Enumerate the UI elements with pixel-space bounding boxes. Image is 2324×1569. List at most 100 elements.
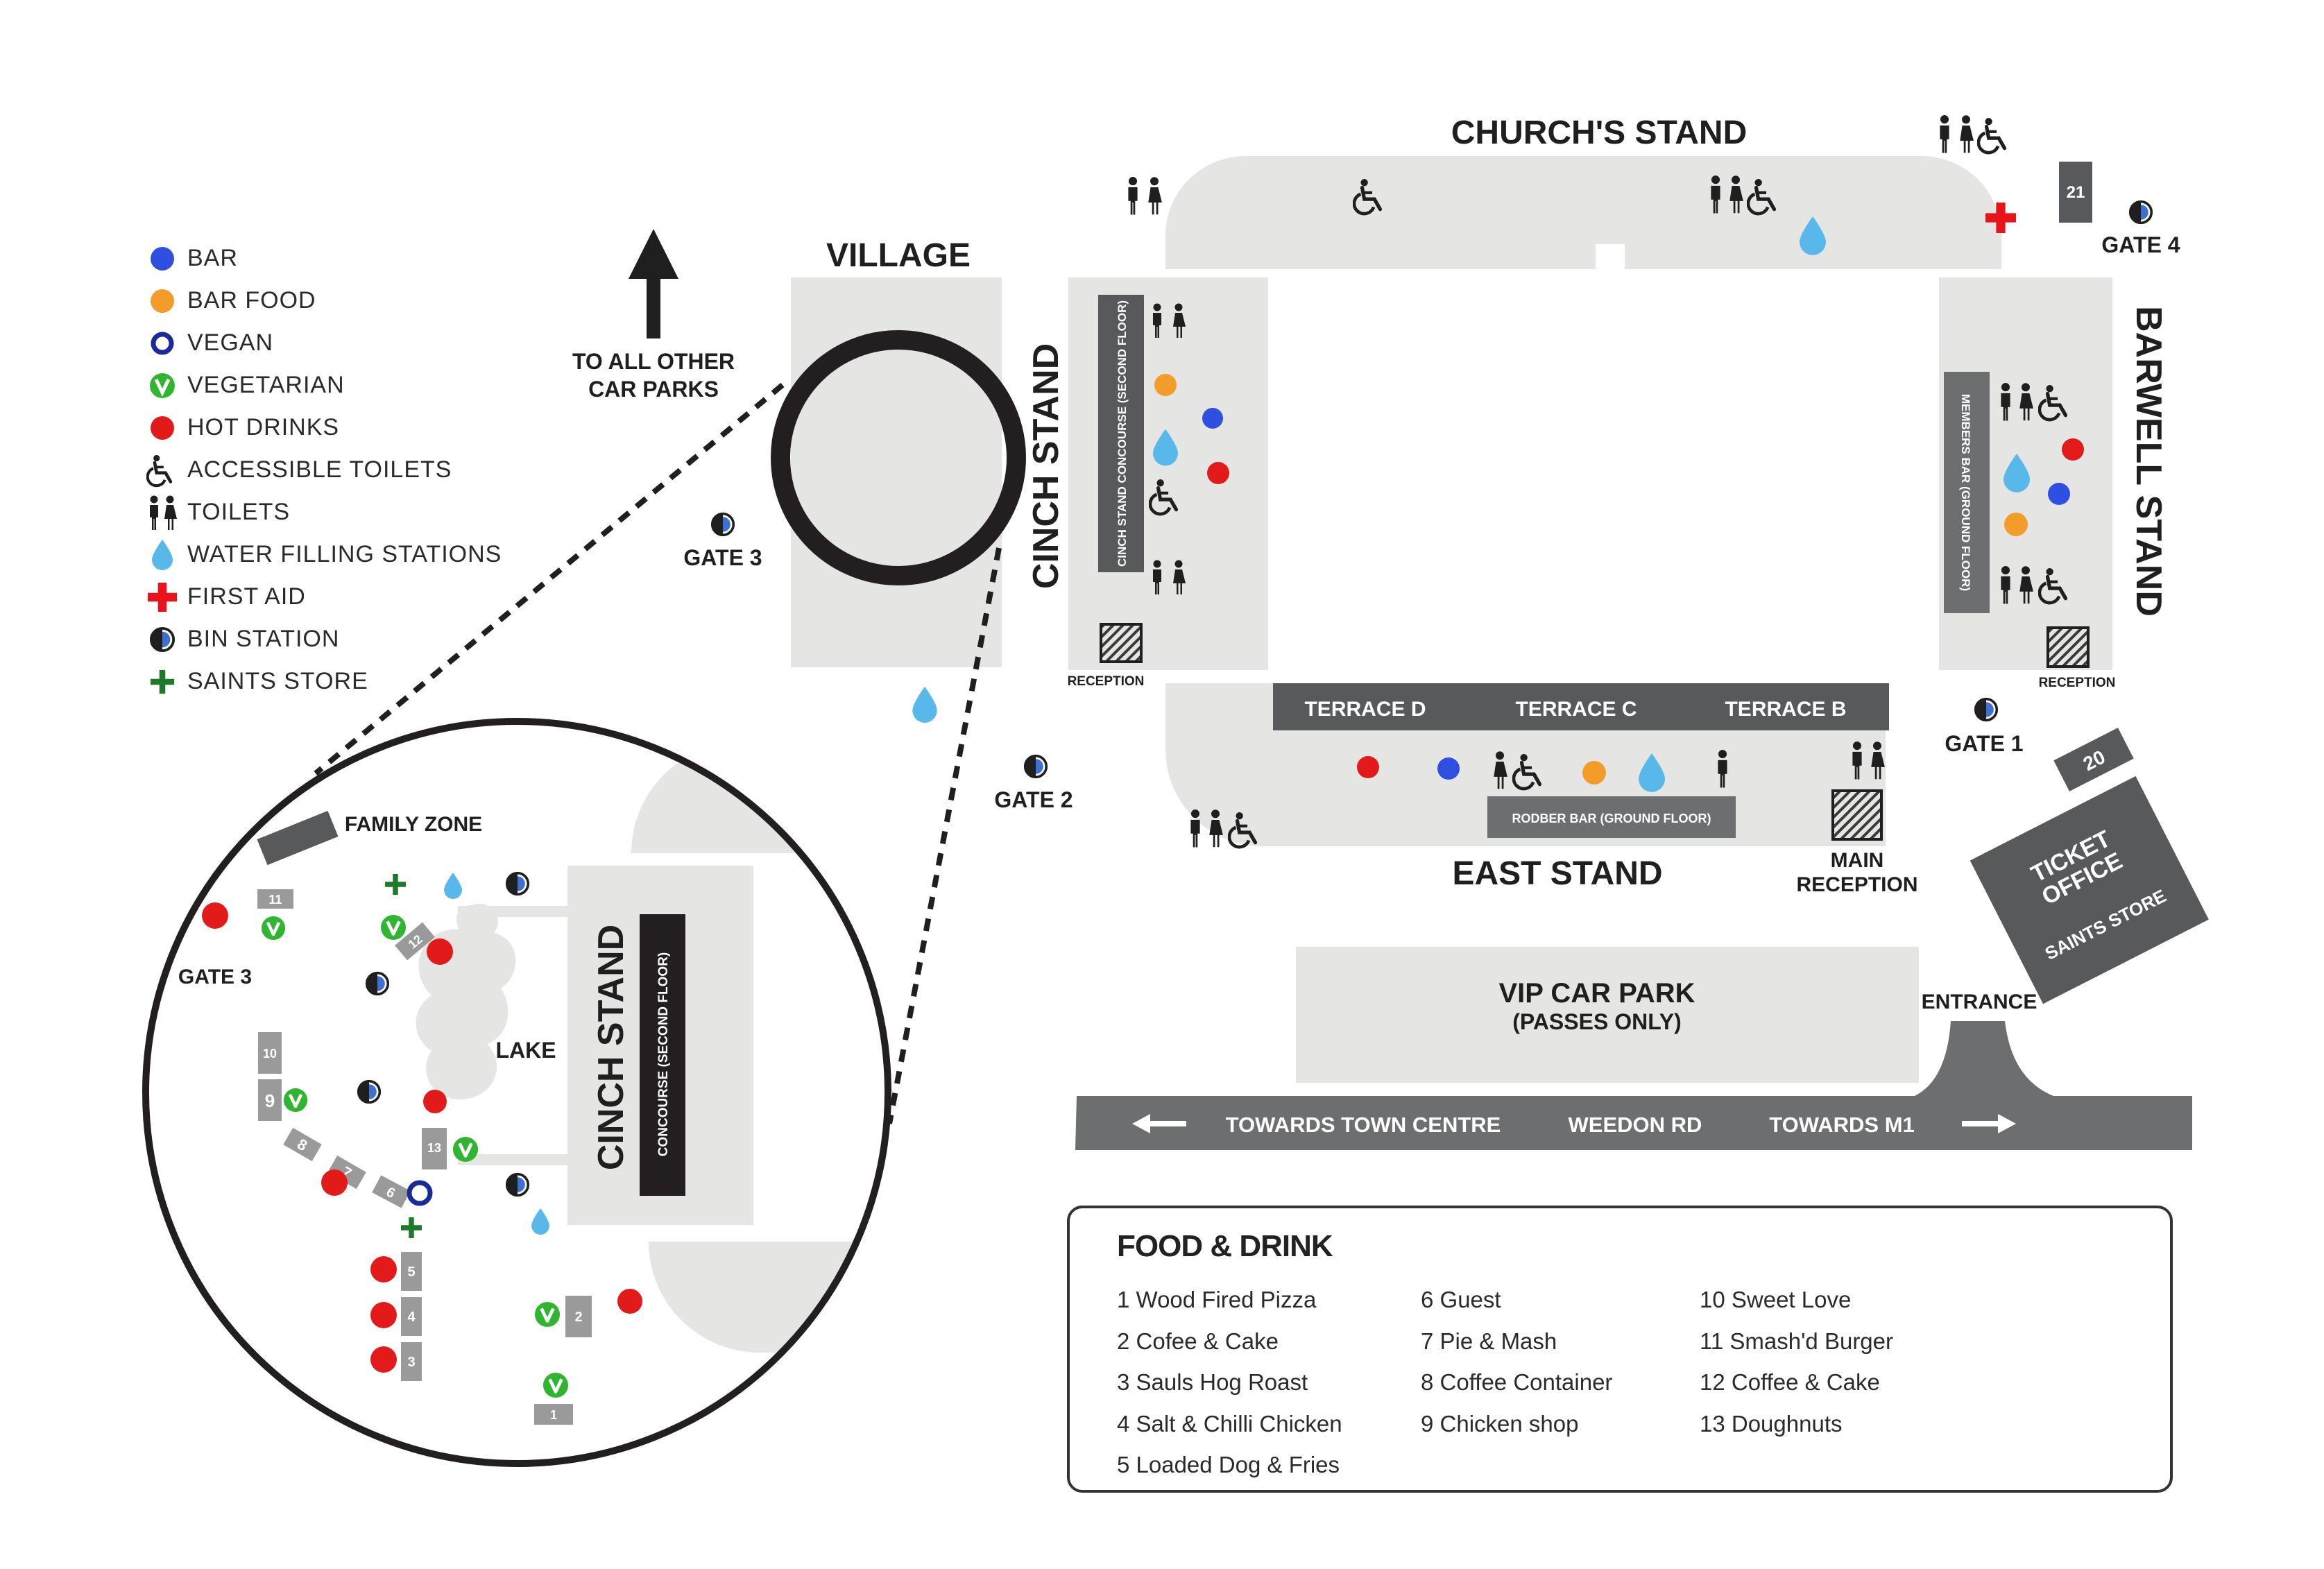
hot-drinks-dot bbox=[617, 1289, 642, 1314]
hot-drinks-dot bbox=[423, 1090, 447, 1113]
inset-concourse-label: CONCOURSE (SECOND FLOOR) bbox=[656, 952, 671, 1157]
legend-item-bin-station: BIN STATION bbox=[144, 618, 502, 660]
zoom-line-left bbox=[314, 382, 785, 776]
bin-station-icon bbox=[365, 971, 390, 996]
toilets-icon bbox=[1128, 177, 1138, 215]
bar-food-dot bbox=[1154, 374, 1177, 396]
stall-9: 9 bbox=[258, 1079, 282, 1121]
hot-drinks-dot bbox=[1207, 462, 1229, 484]
saints-store-icon bbox=[151, 669, 174, 694]
churchs-stand: CHURCH'S STAND bbox=[1165, 114, 2001, 269]
lake-label: LAKE bbox=[495, 1038, 556, 1063]
vegetarian-icon bbox=[381, 915, 406, 940]
legend-item-accessible-toilets: ACCESSIBLE TOILETS bbox=[144, 449, 502, 491]
list-item: 1 Wood Fired Pizza bbox=[1117, 1287, 1317, 1312]
vegetarian-icon bbox=[535, 1302, 560, 1327]
vegetarian-icon bbox=[543, 1373, 568, 1398]
hot-drinks-dot bbox=[370, 1346, 397, 1373]
accessible-toilet-icon bbox=[1979, 118, 2005, 153]
svg-text:21: 21 bbox=[2067, 183, 2085, 202]
bar-dot-icon bbox=[151, 246, 174, 271]
accessible-toilet-icon bbox=[146, 454, 173, 487]
bar-food-dot-icon bbox=[151, 289, 174, 313]
food-drink-column-2: 6 Guest 7 Pie & Mash 8 Coffee Container … bbox=[1421, 1279, 1612, 1444]
legend-item-toilets: TOILETS bbox=[144, 491, 502, 533]
svg-text:3: 3 bbox=[407, 1355, 415, 1370]
hot-drinks-dot bbox=[202, 902, 228, 929]
stall-3: 3 bbox=[401, 1342, 422, 1381]
bin-station-icon bbox=[710, 512, 735, 537]
family-zone-label: FAMILY ZONE bbox=[345, 813, 482, 836]
village-label: VILLAGE bbox=[826, 237, 971, 274]
food-drink-column-1: 1 Wood Fired Pizza 2 Cofee & Cake 3 Saul… bbox=[1117, 1279, 1342, 1486]
legend-item-bar: BAR bbox=[144, 237, 502, 280]
water-drop-icon bbox=[152, 539, 173, 570]
stall-8: 8 bbox=[283, 1127, 322, 1162]
bar-dot bbox=[1437, 757, 1460, 780]
cinch-stand: CINCH STAND CONCOURSE (SECOND FLOOR) REC… bbox=[1026, 277, 1268, 689]
toilets-icon bbox=[1960, 115, 1974, 153]
legend: BAR BAR FOOD VEGAN VEGETARIAN HOT DRINKS… bbox=[144, 237, 502, 703]
svg-text:11: 11 bbox=[268, 893, 282, 907]
village: VILLAGE bbox=[771, 237, 1026, 667]
toilets-icon bbox=[1190, 809, 1200, 848]
svg-text:TO ALL OTHER: TO ALL OTHER bbox=[572, 349, 735, 374]
list-item: 8 Coffee Container bbox=[1421, 1369, 1613, 1395]
box-20: 20 bbox=[2053, 728, 2134, 791]
bar-food-dot bbox=[2004, 513, 2028, 536]
legend-item-hot-drinks: HOT DRINKS bbox=[144, 406, 502, 449]
hot-drinks-dot bbox=[2062, 438, 2084, 461]
village-zoom-ring bbox=[771, 330, 1026, 585]
family-zone-block bbox=[257, 810, 339, 866]
terrace-b-label: TERRACE B bbox=[1725, 698, 1846, 721]
hot-drinks-dot bbox=[321, 1169, 348, 1196]
list-item: 13 Doughnuts bbox=[1700, 1410, 1843, 1437]
toilets-icon bbox=[1148, 177, 1162, 215]
stall-5: 5 bbox=[401, 1252, 422, 1291]
members-bar-label: MEMBERS BAR (GROUND FLOOR) bbox=[1959, 394, 1972, 591]
towards-town-label: TOWARDS TOWN CENTRE bbox=[1226, 1113, 1501, 1137]
list-item: 11 Smash'd Burger bbox=[1700, 1328, 1894, 1354]
east-stand-label: EAST STAND bbox=[1452, 855, 1662, 892]
barwell-stand: MEMBERS BAR (GROUND FLOOR) RECEPTION BAR… bbox=[1939, 162, 2169, 690]
stall-4: 4 bbox=[401, 1297, 422, 1336]
water-drop-icon bbox=[912, 687, 937, 723]
food-drink-column-3: 10 Sweet Love 11 Smash'd Burger 12 Coffe… bbox=[1700, 1279, 1893, 1444]
bar-dot bbox=[2048, 483, 2070, 505]
box-21 bbox=[2059, 162, 2092, 223]
zoom-line-right bbox=[887, 547, 1002, 1124]
stall-1: 1 bbox=[534, 1404, 573, 1425]
svg-text:CAR PARKS: CAR PARKS bbox=[588, 377, 719, 402]
stall-2: 2 bbox=[565, 1296, 592, 1337]
bin-station-icon bbox=[357, 1079, 382, 1104]
weedon-rd-label: WEEDON RD bbox=[1569, 1113, 1702, 1137]
entrance-label: ENTRANCE bbox=[1922, 991, 2037, 1013]
bin-station-icon bbox=[1974, 697, 1999, 722]
reception-left-hatch bbox=[1100, 623, 1143, 663]
reception-right-label: RECEPTION bbox=[2039, 676, 2116, 690]
list-item: 9 Chicken shop bbox=[1421, 1410, 1579, 1437]
svg-text:5: 5 bbox=[407, 1264, 415, 1280]
hot-drinks-dot bbox=[370, 1256, 397, 1283]
gate-3-label: GATE 3 bbox=[683, 545, 762, 570]
stall-11: 11 bbox=[257, 889, 293, 909]
bin-station-icon bbox=[1023, 754, 1048, 779]
legend-item-saints-store: SAINTS STORE bbox=[144, 660, 502, 703]
legend-item-water: WATER FILLING STATIONS bbox=[144, 533, 502, 576]
list-item: 2 Cofee & Cake bbox=[1117, 1328, 1279, 1354]
inset-cinch-stand-label: CINCH STAND bbox=[591, 925, 631, 1170]
legend-item-vegetarian: VEGETARIAN bbox=[144, 364, 502, 406]
cinch-stand-label: CINCH STAND bbox=[1026, 343, 1066, 589]
gate-2-label: GATE 2 bbox=[994, 787, 1073, 812]
vegetarian-icon bbox=[262, 916, 285, 940]
reception-right-hatch bbox=[2047, 626, 2090, 668]
bin-station-icon bbox=[2128, 200, 2153, 225]
list-item: 3 Sauls Hog Roast bbox=[1117, 1369, 1308, 1395]
food-drink-panel: FOOD & DRINK 1 Wood Fired Pizza 2 Cofee … bbox=[1067, 1206, 2173, 1493]
churchs-stand-label: CHURCH'S STAND bbox=[1451, 114, 1748, 151]
towards-m1-label: TOWARDS M1 bbox=[1769, 1113, 1915, 1137]
svg-text:9: 9 bbox=[265, 1090, 275, 1111]
list-item: 7 Pie & Mash bbox=[1421, 1328, 1557, 1354]
terrace-c-label: TERRACE C bbox=[1515, 698, 1637, 721]
vegetarian-icon bbox=[284, 1088, 307, 1112]
